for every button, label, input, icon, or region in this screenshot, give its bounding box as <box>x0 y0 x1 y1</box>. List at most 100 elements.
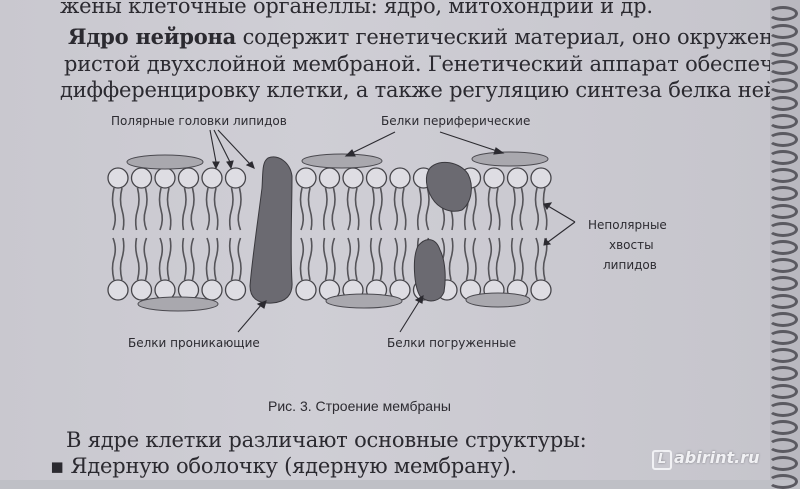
lipid-tail <box>463 237 469 281</box>
label-nonpolar-tails-1: Неполярные <box>588 218 667 232</box>
binding-ring <box>768 150 798 165</box>
membrane-diagram <box>107 129 576 333</box>
lipid-tail <box>119 237 125 281</box>
binding-ring <box>768 6 798 21</box>
lipid-head-bottom <box>295 279 317 301</box>
lipid-tail <box>331 237 336 281</box>
lipid-tail <box>213 187 219 231</box>
lipid-head-top <box>389 167 411 189</box>
binding-ring <box>768 42 798 57</box>
text-line-3: ристой двухслойной мембраной. Генетическ… <box>64 52 770 76</box>
lipid-head-top <box>295 167 317 189</box>
lipid-tail <box>401 237 407 281</box>
text-line-2: Ядро нейрона содержит генетический матер… <box>68 24 770 49</box>
lipid-tail <box>401 187 407 231</box>
binding-ring <box>768 132 798 147</box>
lipid-head-top <box>154 167 176 189</box>
lipid-head-bottom <box>201 279 223 301</box>
lipid-tail <box>237 237 242 281</box>
lipid-tail <box>134 187 140 231</box>
peripheral-protein-bottom-right <box>465 292 531 308</box>
binding-ring <box>768 456 798 471</box>
lipid-tail <box>378 237 383 281</box>
binding-ring <box>768 438 798 453</box>
lipid-tail <box>237 187 242 231</box>
lipid-tail <box>416 187 422 231</box>
submerged-protein-bottom <box>413 239 446 302</box>
lipid-tail <box>378 187 383 231</box>
label-submerged-proteins: Белки погруженные <box>387 336 517 350</box>
lipid-head-top <box>107 167 129 189</box>
lipid-tail <box>158 187 164 231</box>
lipid-tail <box>134 237 140 281</box>
lipid-tail <box>111 237 117 281</box>
lipid-tail <box>299 187 305 231</box>
peripheral-protein-bottom-left <box>137 296 219 312</box>
lipid-tail <box>299 237 305 281</box>
lipid-tail <box>143 187 148 231</box>
binding-ring <box>768 312 798 327</box>
lipid-tail <box>190 237 195 281</box>
lipid-head-top <box>483 167 505 189</box>
binding-ring <box>768 240 798 255</box>
lipid-tail <box>322 187 328 231</box>
text-line-4: дифференцировку клетки, а также регуляци… <box>60 78 770 102</box>
lipid-tail <box>205 187 211 231</box>
penetrating-protein <box>249 156 293 304</box>
lipid-tail <box>228 237 234 281</box>
binding-ring <box>768 204 798 219</box>
peripheral-protein-bottom-middle <box>325 293 403 309</box>
binding-ring <box>768 420 798 435</box>
lipid-head-top <box>365 167 388 189</box>
binding-ring <box>768 276 798 291</box>
binding-ring <box>768 474 798 489</box>
lipid-tail <box>393 187 399 231</box>
lipid-head-top <box>506 167 529 189</box>
lipid-tail <box>369 187 375 231</box>
binding-ring <box>768 402 798 417</box>
lipid-tail <box>205 237 211 281</box>
lipid-tail <box>425 187 430 231</box>
lipid-tail <box>519 237 524 281</box>
lipid-tail <box>346 237 352 281</box>
lipid-tail <box>346 187 352 231</box>
peripheral-protein-top-left <box>126 154 204 170</box>
label-nonpolar-tails-3: липидов <box>603 258 657 272</box>
lipid-tail <box>534 187 540 231</box>
lipid-tail <box>354 187 360 231</box>
lipid-tail <box>166 187 172 231</box>
book-page: жены клеточные органеллы: ядро, митохонд… <box>0 0 770 480</box>
lipid-tail <box>487 237 493 281</box>
lipid-tail <box>495 237 501 281</box>
lipid-tail <box>487 187 493 231</box>
binding-ring <box>768 96 798 111</box>
lipid-head-top <box>530 167 552 189</box>
watermark-logo-icon: L <box>652 450 672 470</box>
lipid-tail <box>322 237 328 281</box>
lipid-tail <box>158 237 164 281</box>
label-peripheral-proteins: Белки периферические <box>381 114 531 128</box>
lipid-head-top <box>318 167 341 189</box>
bold-term-nucleus: Ядро нейрона <box>68 24 237 49</box>
lipid-tail <box>510 187 516 231</box>
binding-ring <box>768 330 798 345</box>
lipid-tail <box>307 187 313 231</box>
lipid-tail <box>369 237 375 281</box>
binding-ring <box>768 258 798 273</box>
lipid-tail <box>166 237 172 281</box>
lipid-tail <box>181 237 187 281</box>
watermark-text: abirint.ru <box>674 448 760 467</box>
text-line-6-content: Ядерную оболочку (ядерную мембрану). <box>70 454 518 478</box>
lipid-tail <box>331 187 336 231</box>
binding-ring <box>768 222 798 237</box>
peripheral-protein-top-middle <box>301 153 383 169</box>
text-line-2-rest: содержит генетический материал, оно окру… <box>236 25 770 49</box>
text-line-1: жены клеточные органеллы: ядро, митохонд… <box>60 0 653 18</box>
lipid-tail <box>472 187 477 231</box>
lipid-head-bottom <box>530 279 552 301</box>
peripheral-protein-top-right <box>471 151 549 167</box>
lipid-tail <box>111 187 117 231</box>
lipid-tail <box>534 237 540 281</box>
binding-ring <box>768 168 798 183</box>
